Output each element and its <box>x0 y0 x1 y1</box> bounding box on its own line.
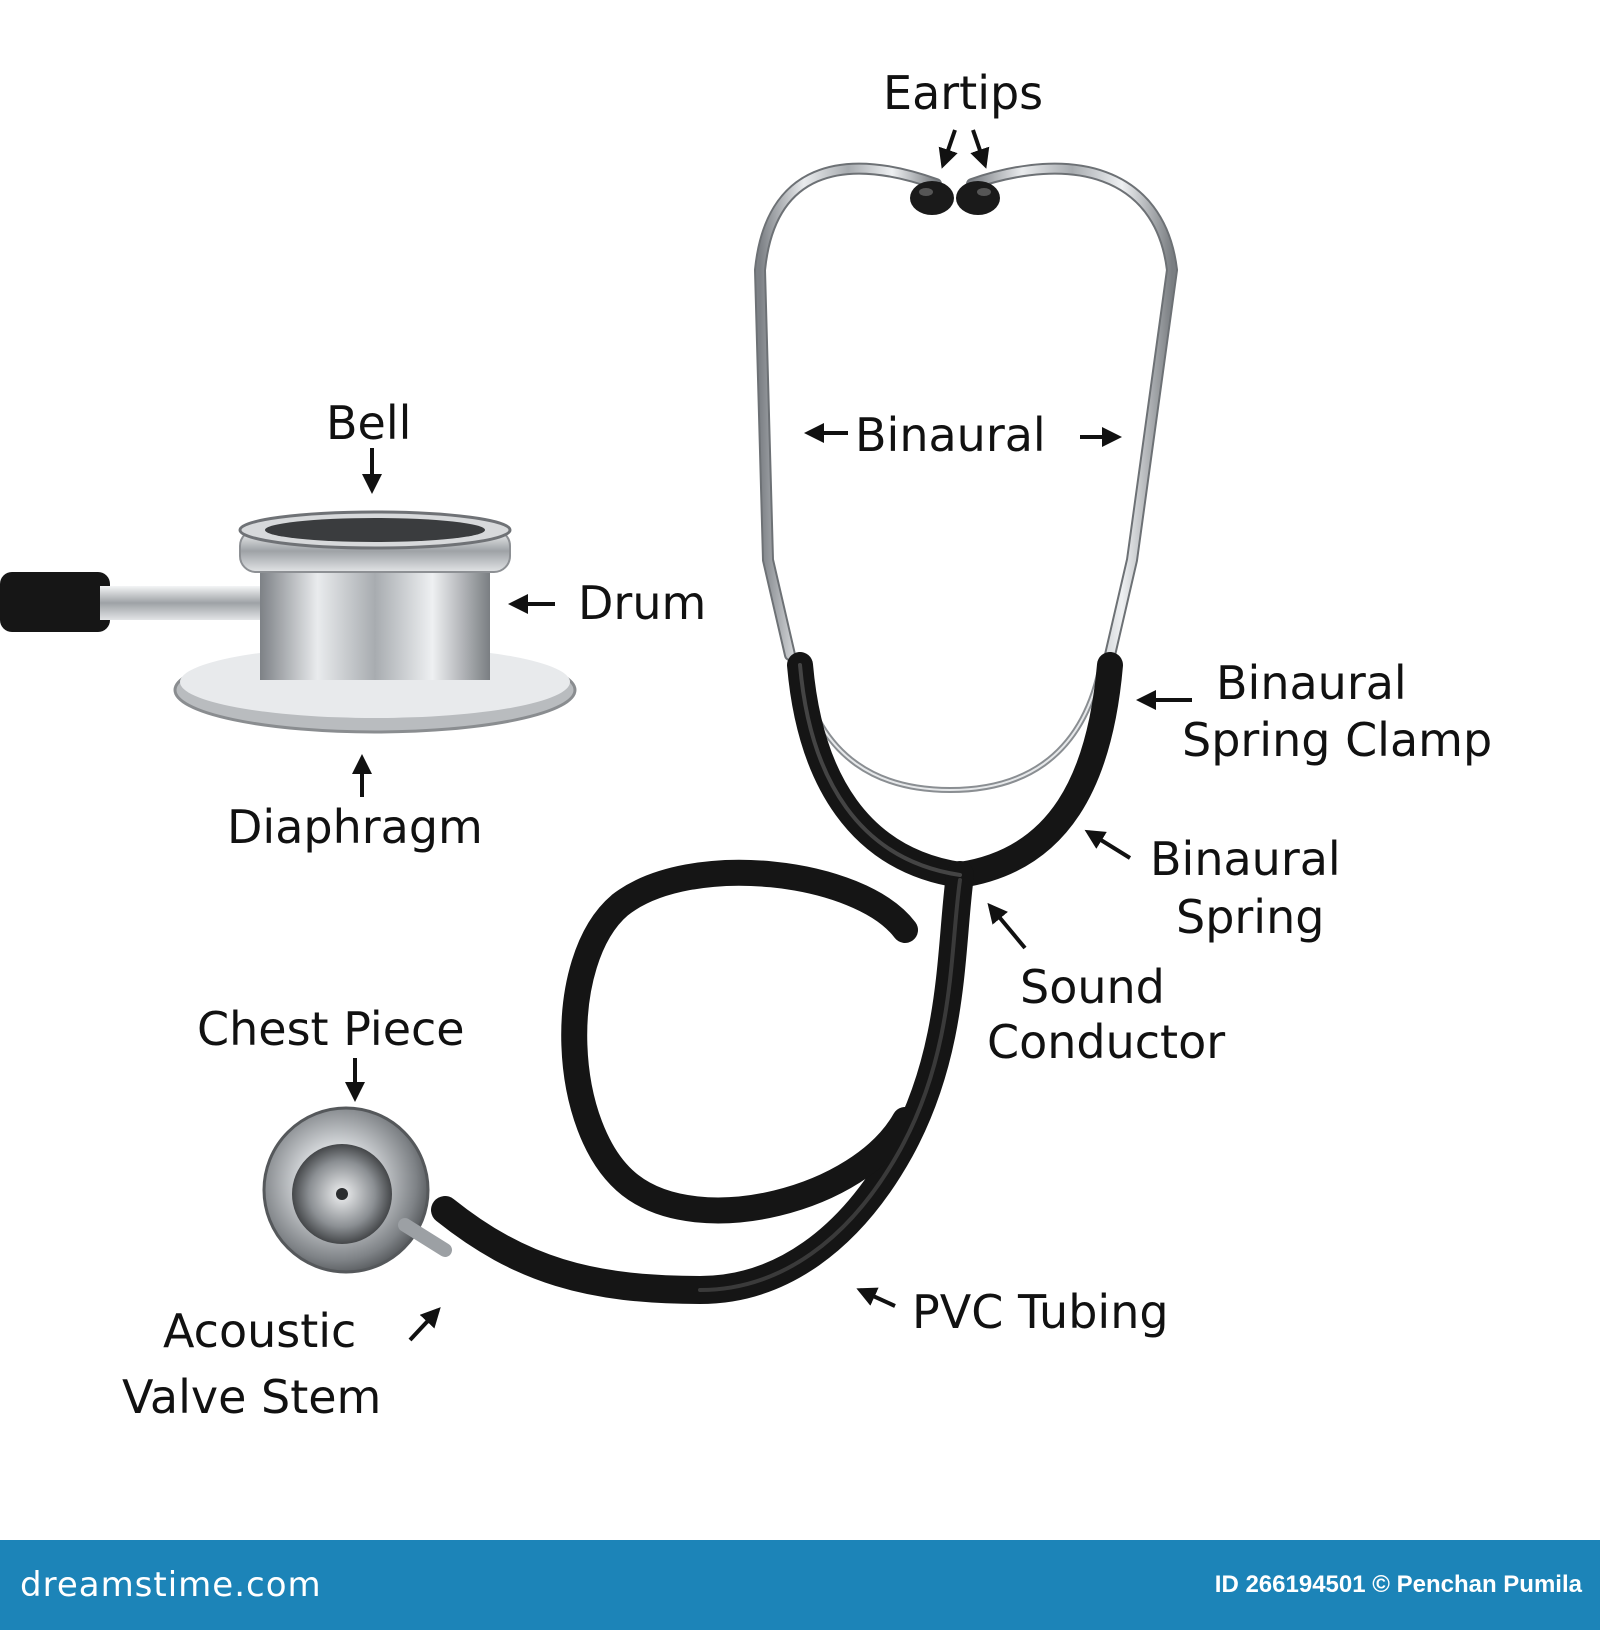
label-drum: Drum <box>578 576 707 630</box>
label-acoustic-valve-stem-line1: Acoustic <box>163 1304 357 1358</box>
eartips-shape <box>910 181 1000 215</box>
label-chest-piece: Chest Piece <box>197 1002 465 1056</box>
stethoscope-illustration <box>0 129 1192 1342</box>
label-sound-conductor-line1: Sound <box>1020 960 1165 1014</box>
eartips-arrow-left <box>938 129 958 169</box>
pointer-arrows <box>345 129 1192 1342</box>
label-eartips: Eartips <box>883 66 1044 120</box>
label-binaural-spring-clamp-line2: Spring Clamp <box>1182 713 1493 767</box>
sound-conductor-arrow <box>987 902 1027 950</box>
image-credit: ID 266194501 © Penchan Pumila <box>1214 1571 1582 1598</box>
label-pvc-tubing: PVC Tubing <box>912 1285 1169 1339</box>
binaural-spring-arrow <box>1084 829 1132 860</box>
label-binaural-spring-line1: Binaural <box>1150 832 1341 886</box>
valve-stem-arrow <box>408 1307 441 1342</box>
eartips-arrow-right <box>970 129 990 169</box>
large-chest-piece <box>0 510 577 734</box>
pvc-tubing-shape <box>431 652 1123 1305</box>
label-acoustic-valve-stem-line2: Valve Stem <box>122 1370 382 1424</box>
label-binaural-spring-clamp-line1: Binaural <box>1216 656 1407 710</box>
binaural-tubes <box>753 162 1179 794</box>
footer-bar: dreamstime.com ID 266194501 © Penchan Pu… <box>0 1540 1600 1630</box>
label-binaural-spring-line2: Spring <box>1176 890 1325 944</box>
pvc-tubing-arrow <box>856 1287 896 1308</box>
small-chest-piece <box>262 1106 452 1274</box>
dreamstime-logo[interactable]: dreamstime.com <box>20 1565 322 1605</box>
stethoscope-diagram: Eartips Binaural Bell Drum Diaphragm Bin… <box>0 66 1493 1424</box>
label-binaural: Binaural <box>855 408 1046 462</box>
label-bell: Bell <box>326 396 412 450</box>
label-diaphragm: Diaphragm <box>227 800 483 854</box>
label-sound-conductor-line2: Conductor <box>987 1015 1226 1069</box>
